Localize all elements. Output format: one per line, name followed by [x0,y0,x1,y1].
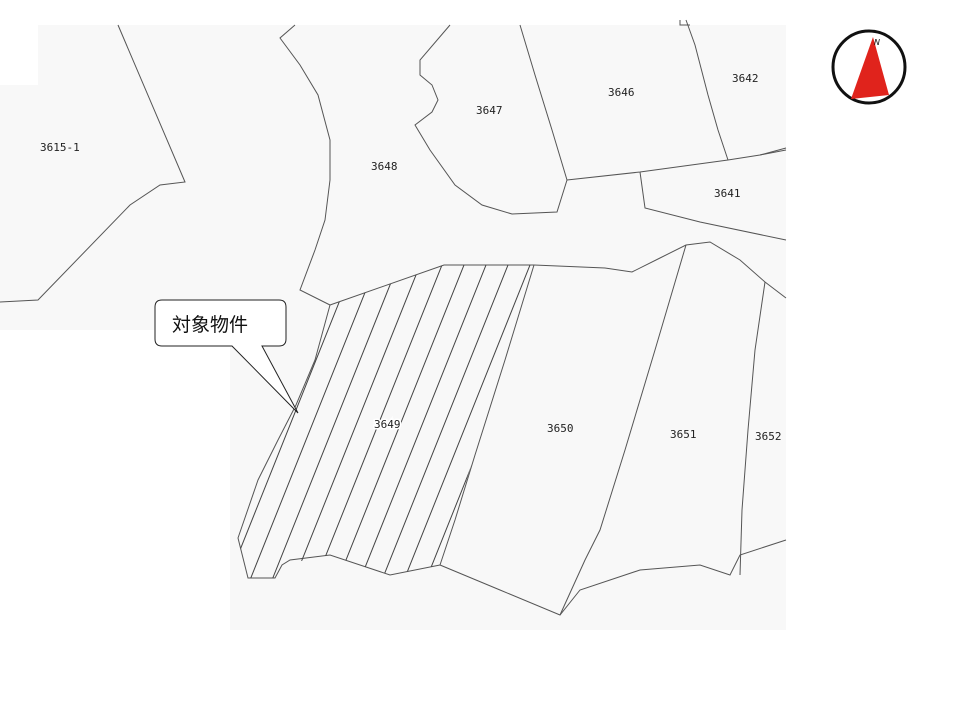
parcel-label-3642: 3642 [732,72,759,85]
parcel-label-3647: 3647 [476,104,503,117]
north-compass-icon: N [831,29,907,105]
compass-needle [851,37,889,99]
compass-north-letter: N [874,38,880,47]
callout-balloon [154,299,299,414]
parcel-boundaries [0,19,787,616]
callout-label: 対象物件 [172,314,248,336]
parcel-label-3641: 3641 [714,187,741,200]
parcel-label-3649: 3649 [374,418,401,431]
parcel-label-3651: 3651 [670,428,697,441]
parcel-label-3646: 3646 [608,86,635,99]
target-callout: 対象物件 [154,299,299,414]
parcel-label-3650: 3650 [547,422,574,435]
map-paper-top-left-blank [0,25,38,85]
parcel-label-3652: 3652 [755,430,782,443]
parcel-labels: 3615-1 3648 3647 3646 3642 3641 3649 365… [40,72,782,443]
parcel-label-3648: 3648 [371,160,398,173]
parcel-label-3615-1: 3615-1 [40,141,80,154]
map-paper-left-blank [0,330,230,630]
